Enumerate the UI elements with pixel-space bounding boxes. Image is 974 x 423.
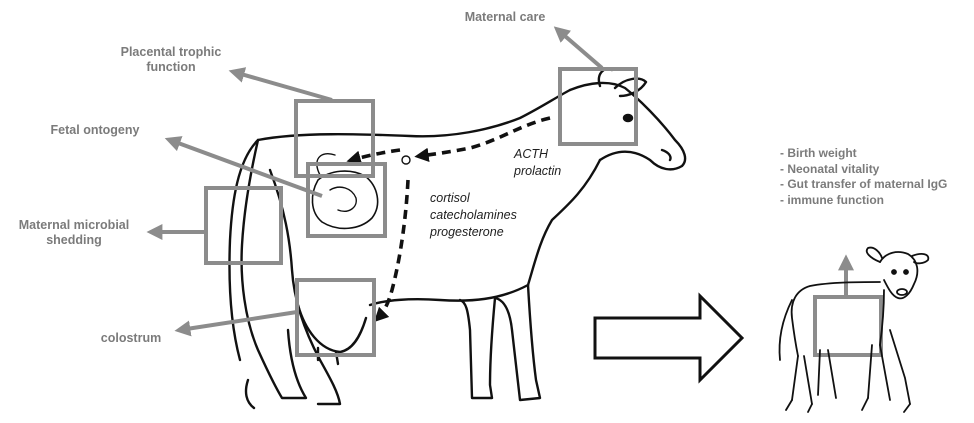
hormone-to-udder-pathway xyxy=(378,180,408,318)
outcome-birth-weight: - Birth weight xyxy=(780,146,947,162)
outcome-neonatal-vitality: - Neonatal vitality xyxy=(780,162,947,178)
hormone-acth-prolactin: ACTH prolactin xyxy=(514,146,561,180)
hormone-prolactin: prolactin xyxy=(514,163,561,180)
transition-hollow-arrow xyxy=(595,296,742,380)
arrow-placental xyxy=(234,72,332,100)
brain-to-uterus-pathway xyxy=(352,150,400,160)
label-placental-trophic: Placental trophic function xyxy=(96,45,246,75)
label-microbial-line2: shedding xyxy=(2,233,146,248)
label-placental-line2: function xyxy=(96,60,246,75)
calf-illustration xyxy=(780,248,929,412)
outcome-immune-function: - immune function xyxy=(780,193,947,209)
label-maternal-care-text: Maternal care xyxy=(465,10,546,24)
hormone-catecholamines: catecholamines xyxy=(430,207,517,224)
arrow-colostrum xyxy=(180,312,297,330)
arrow-maternal-care xyxy=(558,30,602,68)
outcome-gut-transfer-igg: - Gut transfer of maternal IgG xyxy=(780,177,947,193)
hormone-progesterone: progesterone xyxy=(430,224,517,241)
label-colostrum-text: colostrum xyxy=(101,331,161,345)
colostrum-box xyxy=(297,280,374,355)
calf-outcomes-list: - Birth weight - Neonatal vitality - Gut… xyxy=(780,146,947,208)
region-boxes xyxy=(206,69,881,355)
hormone-stress-group: cortisol catecholamines progesterone xyxy=(430,190,517,241)
label-colostrum: colostrum xyxy=(86,331,176,346)
label-fetal-ontogeny: Fetal ontogeny xyxy=(30,123,160,138)
hormone-cortisol: cortisol xyxy=(430,190,517,207)
hormone-acth: ACTH xyxy=(514,146,561,163)
label-maternal-microbial: Maternal microbial shedding xyxy=(2,218,146,248)
label-fetal-ontogeny-text: Fetal ontogeny xyxy=(51,123,140,137)
label-arrows xyxy=(152,30,846,330)
label-microbial-line1: Maternal microbial xyxy=(2,218,146,233)
label-placental-line1: Placental trophic xyxy=(96,45,246,60)
label-maternal-care: Maternal care xyxy=(440,10,570,25)
